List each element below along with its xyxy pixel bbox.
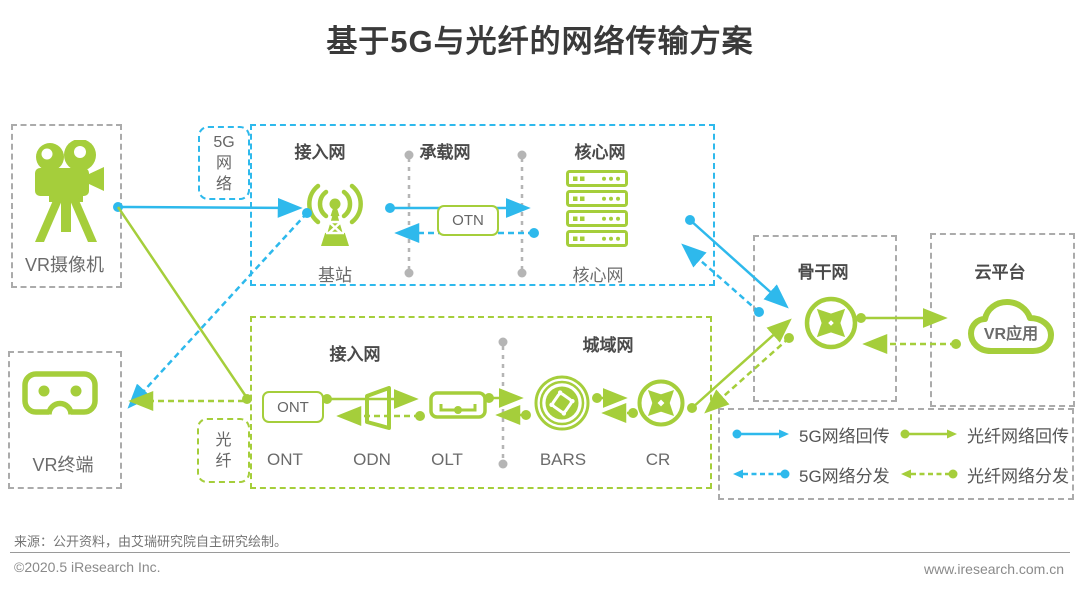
vr-terminal-box: [8, 351, 122, 489]
bars-label: BARS: [539, 450, 587, 469]
legend-item-fiber-backhaul: 光纤网络回传: [900, 422, 1069, 447]
tag-5g-line2: 网: [215, 154, 232, 172]
otn-label: OTN: [452, 212, 484, 229]
legend-item-5g-distribution: 5G网络分发: [732, 462, 900, 487]
vr-camera-label: VR摄像机: [24, 255, 104, 275]
legend-box: 5G网络回传 光纤网络回传 5G网络分发: [718, 408, 1074, 500]
network-5g-box: [250, 124, 715, 286]
legend-label-5g-backhaul: 5G网络回传: [799, 426, 890, 446]
ont-box-label: ONT: [277, 398, 309, 416]
core-network-icon: [566, 170, 628, 247]
vr-app-label: VR应用: [983, 326, 1039, 343]
legend-fiber-backhaul-sample: [900, 429, 957, 439]
website-text: www.iresearch.com.cn: [923, 561, 1064, 577]
legend-5g-distribution-sample: [733, 469, 790, 479]
footer-divider: [10, 552, 1070, 553]
cr-label: CR: [645, 450, 671, 469]
backbone-label: 骨干网: [797, 263, 849, 282]
base-station-icon: [307, 183, 363, 246]
legend-row-1: 5G网络回传 光纤网络回传: [732, 414, 1072, 454]
base-station-label: 基站: [318, 266, 352, 285]
legend-label-fiber-distribution: 光纤网络分发: [967, 466, 1069, 486]
legend-row-2: 5G网络分发 光纤网络分发: [732, 454, 1072, 494]
core-network-label: 核心网: [572, 266, 624, 285]
olt-icon: [429, 391, 487, 419]
vr-app-cloud-icon: [968, 299, 1054, 354]
odn-label: ODN: [353, 450, 391, 469]
cloud-platform-label: 云平台: [974, 263, 1026, 282]
source-note: 来源：公开资料，由艾瑞研究院自主研究绘制。: [14, 534, 288, 549]
network-fiber-tag: 光 纤: [197, 418, 250, 483]
otn-box: OTN: [437, 205, 499, 236]
vr-camera-icon: [35, 140, 104, 242]
section-bearer: 承载网: [419, 143, 471, 162]
olt-label: OLT: [431, 450, 463, 469]
page-title: 基于5G与光纤的网络传输方案: [326, 24, 754, 59]
ont-box: ONT: [262, 391, 324, 423]
ont-label: ONT: [267, 450, 303, 469]
vr-terminal-label: VR终端: [32, 455, 94, 475]
legend-5g-backhaul-sample: [732, 429, 789, 439]
copyright-text: ©2020.5 iResearch Inc.: [14, 559, 161, 575]
tag-fiber-line2: 纤: [215, 452, 232, 470]
tag-fiber-line1: 光: [215, 431, 232, 449]
section-access-5g: 接入网: [294, 143, 346, 162]
backbone-router-icon: [804, 296, 858, 350]
network-5g-tag: 5G 网 络: [198, 126, 250, 200]
tag-5g-line1: 5G: [213, 133, 235, 151]
legend-label-5g-distribution: 5G网络分发: [799, 466, 890, 486]
vr-terminal-icon: [22, 371, 98, 417]
legend-item-5g-backhaul: 5G网络回传: [732, 422, 900, 447]
section-access-fiber: 接入网: [329, 345, 381, 364]
bars-icon: [534, 375, 590, 431]
section-core: 核心网: [574, 143, 626, 162]
tag-5g-line3: 络: [215, 175, 232, 193]
odn-icon: [365, 386, 391, 430]
legend-fiber-distribution-sample: [901, 469, 958, 479]
legend-item-fiber-distribution: 光纤网络分发: [900, 462, 1069, 487]
legend-label-fiber-backhaul: 光纤网络回传: [967, 426, 1069, 446]
section-metro: 城域网: [582, 336, 634, 355]
cr-router-icon: [637, 379, 685, 427]
